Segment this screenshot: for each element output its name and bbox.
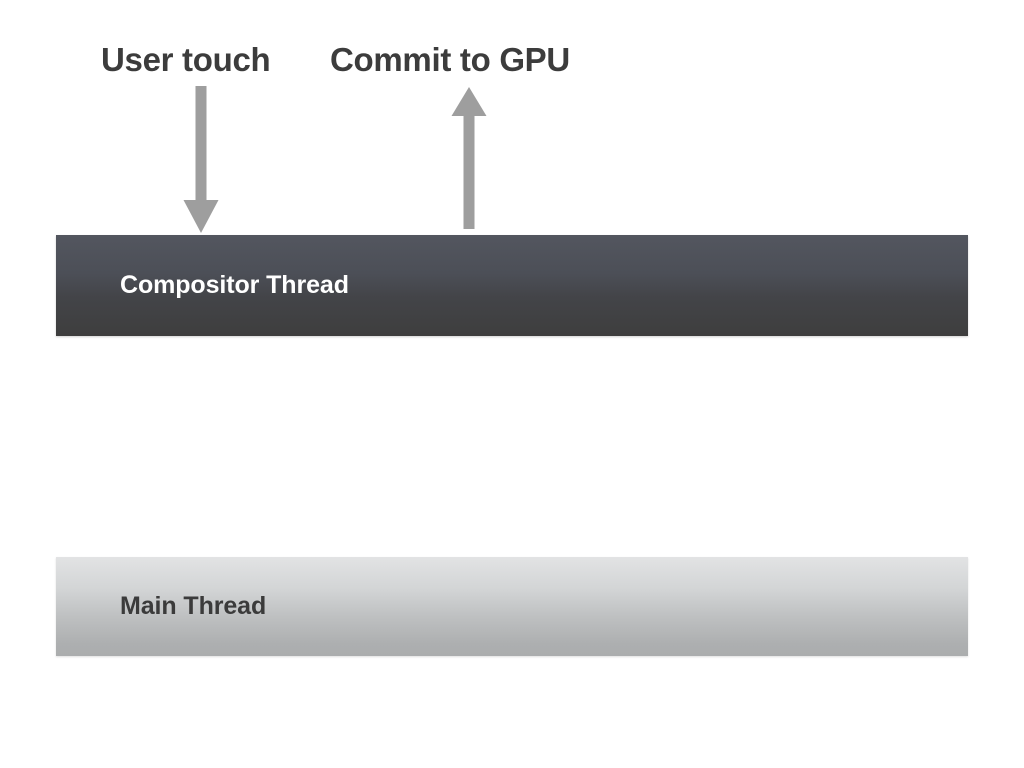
arrow-up-icon (451, 87, 487, 229)
lane-label-main-thread: Main Thread (120, 592, 267, 620)
arrow-down-icon (183, 86, 219, 233)
annotation-label-user-touch: User touch (101, 41, 271, 78)
lane-compositor-thread: Compositor Thread (56, 235, 968, 336)
lane-main-thread: Main Thread (56, 557, 968, 656)
annotation-label-commit-to-gpu: Commit to GPU (330, 41, 570, 78)
lane-label-compositor-thread: Compositor Thread (120, 271, 349, 299)
